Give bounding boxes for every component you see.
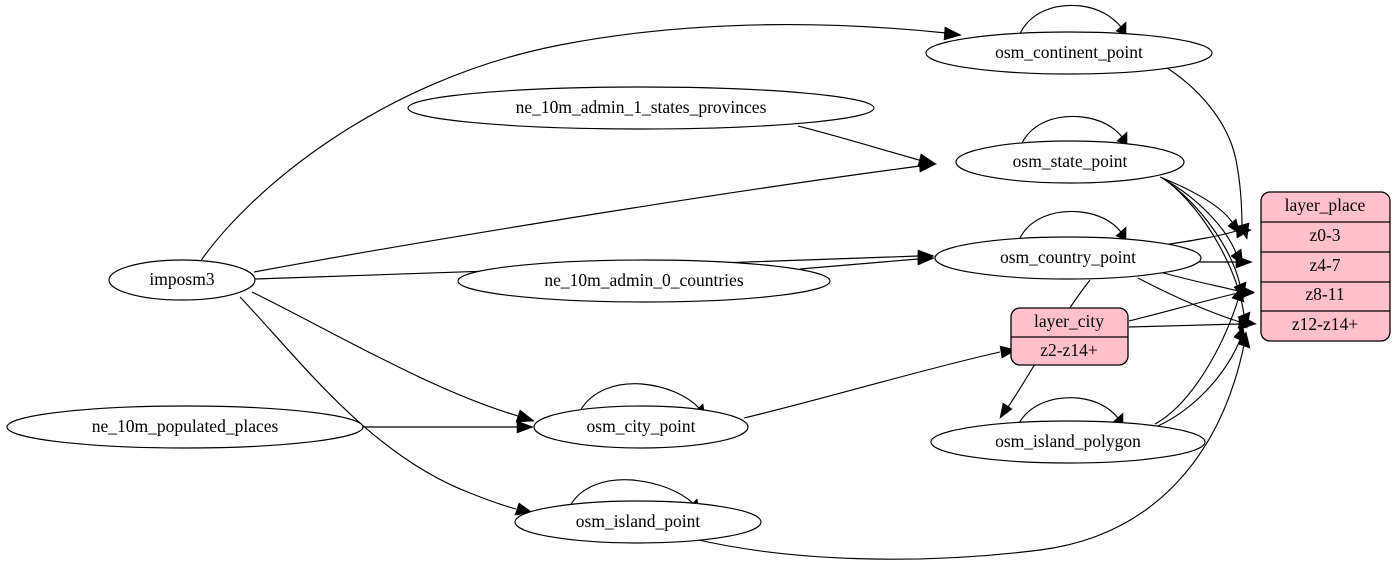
node-country-point-label: osm_country_point <box>1000 247 1136 267</box>
edges-layer <box>199 4 1257 560</box>
layer-place-header: layer_place <box>1285 195 1366 215</box>
edge-ne-states-to-state-point <box>797 125 937 167</box>
layer-place-row-z0-3[interactable]: z0-3 <box>1309 225 1340 245</box>
edge-continent-point-self-loop <box>1018 4 1127 37</box>
layer-city-header: layer_city <box>1034 311 1104 331</box>
node-state-point-label: osm_state_point <box>1013 151 1128 171</box>
edge-ne-places-to-city-point <box>363 420 534 434</box>
node-imposm3-label: imposm3 <box>149 269 214 289</box>
node-osm-country-point[interactable]: osm_country_point <box>934 236 1202 280</box>
node-ne-10m-admin-0-countries[interactable]: ne_10m_admin_0_countries <box>457 259 831 303</box>
node-osm-continent-point[interactable]: osm_continent_point <box>925 31 1213 75</box>
layer-city-row-z2-z14[interactable]: z2-z14+ <box>1040 340 1098 360</box>
node-imposm3[interactable]: imposm3 <box>108 259 256 301</box>
node-layer-place[interactable]: layer_place z0-3 z4-7 z8-11 z12-z14+ <box>1260 191 1391 342</box>
layer-place-row-z8-11[interactable]: z8-11 <box>1305 284 1344 304</box>
node-ne-countries-label: ne_10m_admin_0_countries <box>544 270 743 290</box>
node-osm-island-polygon[interactable]: osm_island_polygon <box>930 420 1206 464</box>
node-osm-state-point[interactable]: osm_state_point <box>955 140 1185 184</box>
node-ne-10m-admin-1-states-provinces[interactable]: ne_10m_admin_1_states_provinces <box>407 86 875 130</box>
edge-island-point-to-layer-place-z12-z14 <box>689 331 1251 560</box>
node-island-polygon-label: osm_island_polygon <box>995 431 1141 451</box>
edge-country-point-to-layer-place-z0-3 <box>1163 224 1252 246</box>
edge-imposm3-to-state-point <box>253 159 937 273</box>
edge-city-point-to-layer-city <box>743 345 1017 419</box>
edge-continent-point-to-layer-place-z0-3 <box>1163 65 1250 240</box>
nodes-layer: imposm3 ne_10m_admin_1_states_provinces … <box>6 31 1391 544</box>
edge-island-polygon-to-layer-place-z8-11 <box>1154 286 1245 425</box>
node-osm-city-point[interactable]: osm_city_point <box>533 405 749 449</box>
edge-ne-countries-to-country-point <box>799 252 935 270</box>
edge-layer-city-to-layer-place-z12-z14 <box>1128 317 1256 331</box>
node-ne-places-label: ne_10m_populated_places <box>92 416 279 436</box>
node-city-point-label: osm_city_point <box>587 416 696 436</box>
edge-country-point-self-loop <box>1018 210 1127 241</box>
layer-place-row-z12-z14[interactable]: z12-z14+ <box>1292 314 1358 334</box>
node-island-point-label: osm_island_point <box>576 511 701 531</box>
node-osm-island-point[interactable]: osm_island_point <box>514 500 762 544</box>
edge-imposm3-to-continent-point <box>199 24 962 263</box>
edge-imposm3-to-city-point <box>251 291 535 423</box>
node-layer-city[interactable]: layer_city z2-z14+ <box>1010 307 1129 366</box>
layer-place-row-z4-7[interactable]: z4-7 <box>1309 255 1340 275</box>
node-ne-10m-populated-places[interactable]: ne_10m_populated_places <box>6 405 364 449</box>
node-continent-point-label: osm_continent_point <box>995 42 1143 62</box>
node-ne-states-label: ne_10m_admin_1_states_provinces <box>516 97 767 117</box>
